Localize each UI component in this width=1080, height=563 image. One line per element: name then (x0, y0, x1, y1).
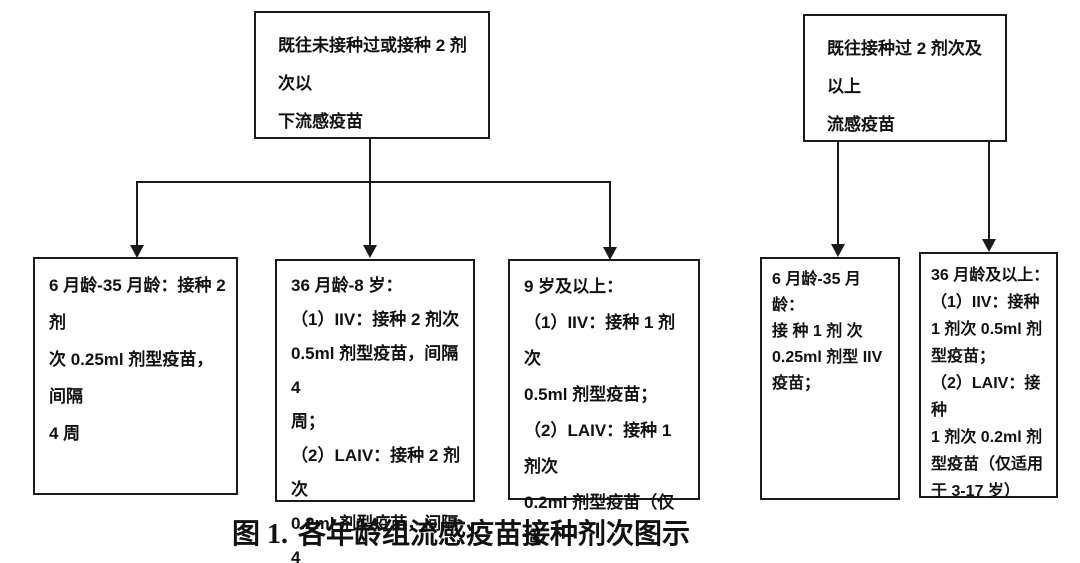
connector-left-drop-2 (369, 181, 371, 246)
connector-right-drop-1 (837, 142, 839, 245)
arrow-down-icon (130, 245, 144, 258)
connector-left-drop-3 (609, 181, 611, 248)
connector-left-stem (369, 138, 371, 183)
node-age-36m-up-vaccinated: 36 月龄及以上： （1）IIV：接种 1 剂次 0.5ml 剂 型疫苗； （2… (919, 252, 1058, 500)
node-age-6-35-months-vaccinated: 6 月龄-35 月龄： 接 种 1 剂 次 0.25ml 剂型 IIV 疫苗； (760, 257, 900, 500)
node-age-9y-up-unvaccinated: 9 岁及以上： （1）IIV：接种 1 剂次 0.5ml 剂型疫苗； （2）LA… (508, 259, 700, 548)
arrow-down-icon (831, 244, 845, 257)
node-age-6-35-months-unvaccinated: 6 月龄-35 月龄：接种 2 剂 次 0.25ml 剂型疫苗，间隔 4 周 (33, 257, 238, 495)
figure-caption: 图 1. 各年龄组流感疫苗接种剂次图示 (232, 512, 690, 552)
arrow-down-icon (982, 239, 996, 252)
connector-left-horizontal (136, 181, 611, 183)
connector-left-drop-1 (136, 181, 138, 246)
figure-caption-text: 各年龄组流感疫苗接种剂次图示 (298, 519, 691, 550)
node-age-36m-8y-unvaccinated: 36 月龄-8 岁： （1）IIV：接种 2 剂次 0.5ml 剂型疫苗，间隔 … (275, 259, 475, 563)
figure-caption-number: 图 1. (232, 519, 289, 550)
node-left-root: 既往未接种过或接种 2 剂次以 下流感疫苗 (254, 11, 490, 139)
arrow-down-icon (603, 247, 617, 260)
arrow-down-icon (363, 245, 377, 258)
node-right-root: 既往接种过 2 剂次及以上 流感疫苗 (803, 14, 1007, 142)
connector-right-drop-2 (988, 142, 990, 240)
